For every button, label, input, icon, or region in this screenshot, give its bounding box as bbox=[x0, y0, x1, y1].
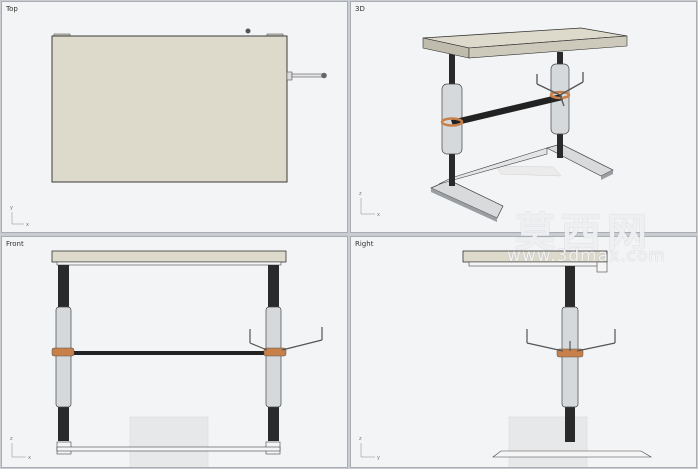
front-view-drawing: z x bbox=[10, 250, 323, 467]
viewport-title[interactable]: Front bbox=[6, 240, 24, 248]
axis-label-z: z bbox=[359, 191, 362, 197]
viewport-top[interactable]: Top y x bbox=[1, 1, 348, 233]
viewport-title[interactable]: Right bbox=[355, 240, 374, 248]
viewport-front[interactable]: Front z x bbox=[1, 236, 348, 468]
left-column bbox=[55, 306, 72, 408]
axis-label-y: y bbox=[10, 205, 13, 211]
axis-label-z: z bbox=[10, 436, 13, 442]
viewport-title[interactable]: Top bbox=[6, 5, 18, 13]
axis-label-z: z bbox=[359, 436, 362, 442]
connecting-shaft bbox=[64, 351, 274, 355]
viewport-right[interactable]: Right z y bbox=[350, 236, 697, 468]
viewport-title[interactable]: 3D bbox=[355, 5, 365, 13]
tabletop-front-view bbox=[51, 250, 287, 263]
watermark-brand: 莫西网 bbox=[515, 210, 653, 256]
crank-handle bbox=[291, 73, 323, 78]
connecting-shaft bbox=[451, 94, 563, 126]
top-view-drawing: y x bbox=[10, 28, 327, 228]
left-foot bbox=[430, 179, 504, 219]
axis-label-y: y bbox=[377, 455, 380, 461]
viewport-3d[interactable]: 3D z x bbox=[350, 1, 697, 233]
right-view-drawing: z y bbox=[359, 250, 653, 467]
tabletop-top-view bbox=[51, 35, 288, 183]
watermark-url: www.3dmax.com bbox=[507, 246, 666, 266]
base-foot bbox=[492, 450, 653, 458]
axis-label-x: x bbox=[28, 455, 31, 461]
right-column bbox=[265, 306, 282, 408]
base-bar bbox=[56, 446, 281, 452]
axis-label-x: x bbox=[26, 222, 29, 228]
axis-label-x: x bbox=[377, 212, 380, 218]
perspective-view-drawing: z x bbox=[359, 27, 628, 222]
